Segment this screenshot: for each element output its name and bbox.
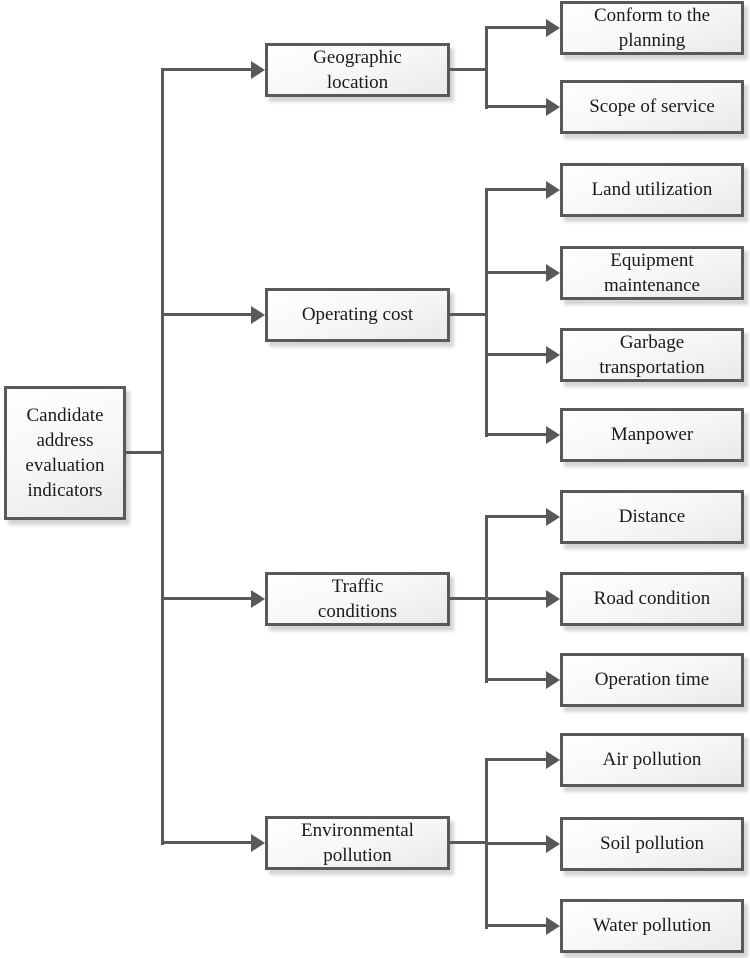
leaf-node-road-condition: Road condition xyxy=(560,572,744,626)
node-label: Manpower xyxy=(610,424,694,446)
leaf-node-conform-to-the-planning: Conform to the planning xyxy=(560,1,744,55)
node-label: Operation time xyxy=(594,669,710,691)
node-label: Land utilization xyxy=(591,179,713,201)
subtrunk-connector-line xyxy=(450,841,488,844)
leaf-node-distance: Distance xyxy=(560,490,744,544)
leaf-node-scope-of-service: Scope of service xyxy=(560,80,744,134)
leaf-node-soil-pollution: Soil pollution xyxy=(560,817,744,871)
trunk-vertical-line xyxy=(161,68,164,845)
subtrunk-connector-line xyxy=(450,313,488,316)
arrowhead-icon xyxy=(546,671,560,689)
arrowhead-icon xyxy=(546,835,560,853)
node-label: Road condition xyxy=(593,588,711,610)
arrowhead-icon xyxy=(546,590,560,608)
arrowhead-icon xyxy=(251,306,265,324)
node-label: Equipment maintenance xyxy=(603,249,700,296)
subtrunk-connector-line xyxy=(450,68,488,71)
arrowhead-icon xyxy=(546,19,560,37)
branch-connector-line xyxy=(161,68,253,71)
arrowhead-icon xyxy=(546,917,560,935)
node-label: Scope of service xyxy=(589,96,715,118)
leaf-node-garbage-transportation: Garbage transportation xyxy=(560,328,744,382)
arrowhead-icon xyxy=(546,508,560,526)
root-connector-line xyxy=(126,451,161,454)
leaf-node-equipment-maintenance: Equipment maintenance xyxy=(560,246,744,300)
leaf-connector-line xyxy=(485,105,548,108)
branch-node-geographic-location: Geographic location xyxy=(265,43,450,97)
node-label: Conform to the planning xyxy=(593,4,711,51)
arrowhead-icon xyxy=(546,426,560,444)
branch-connector-line xyxy=(161,597,253,600)
arrowhead-icon xyxy=(546,264,560,282)
leaf-connector-line xyxy=(485,597,548,600)
node-label: Soil pollution xyxy=(600,833,704,855)
branch-node-traffic-conditions: Traffic conditions xyxy=(265,572,450,626)
node-label: Air pollution xyxy=(602,749,702,771)
arrowhead-icon xyxy=(251,834,265,852)
leaf-connector-line xyxy=(485,842,548,845)
leaf-connector-line xyxy=(485,758,548,761)
leaf-connector-line xyxy=(485,188,548,191)
subtrunk-vertical-line xyxy=(485,26,488,109)
arrowhead-icon xyxy=(251,61,265,79)
node-label: Environmental pollution xyxy=(301,819,414,866)
leaf-node-water-pollution: Water pollution xyxy=(560,899,744,953)
leaf-connector-line xyxy=(485,26,548,29)
leaf-connector-line xyxy=(485,515,548,518)
leaf-connector-line xyxy=(485,678,548,681)
node-label: Garbage transportation xyxy=(599,331,705,378)
node-label: Geographic location xyxy=(313,46,402,93)
branch-connector-line xyxy=(161,841,253,844)
leaf-node-manpower: Manpower xyxy=(560,408,744,462)
leaf-node-land-utilization: Land utilization xyxy=(560,163,744,217)
leaf-connector-line xyxy=(485,924,548,927)
leaf-connector-line xyxy=(485,271,548,274)
arrowhead-icon xyxy=(251,590,265,608)
arrowhead-icon xyxy=(546,181,560,199)
arrowhead-icon xyxy=(546,751,560,769)
node-label: Water pollution xyxy=(592,915,712,937)
leaf-node-air-pollution: Air pollution xyxy=(560,733,744,787)
node-label: Operating cost xyxy=(301,304,414,326)
arrowhead-icon xyxy=(546,346,560,364)
node-label: Distance xyxy=(618,506,686,528)
arrowhead-icon xyxy=(546,98,560,116)
root-node-candidate-address-evaluation-indicators: Candidate address evaluation indicators xyxy=(4,386,126,520)
subtrunk-vertical-line xyxy=(485,188,488,437)
branch-node-environmental-pollution: Environmental pollution xyxy=(265,816,450,870)
node-label: Candidate address evaluation indicators xyxy=(25,404,105,502)
branch-node-operating-cost: Operating cost xyxy=(265,288,450,342)
leaf-node-operation-time: Operation time xyxy=(560,653,744,707)
branch-connector-line xyxy=(161,313,253,316)
node-label: Traffic conditions xyxy=(317,575,398,622)
subtrunk-connector-line xyxy=(450,597,488,600)
leaf-connector-line xyxy=(485,353,548,356)
leaf-connector-line xyxy=(485,433,548,436)
